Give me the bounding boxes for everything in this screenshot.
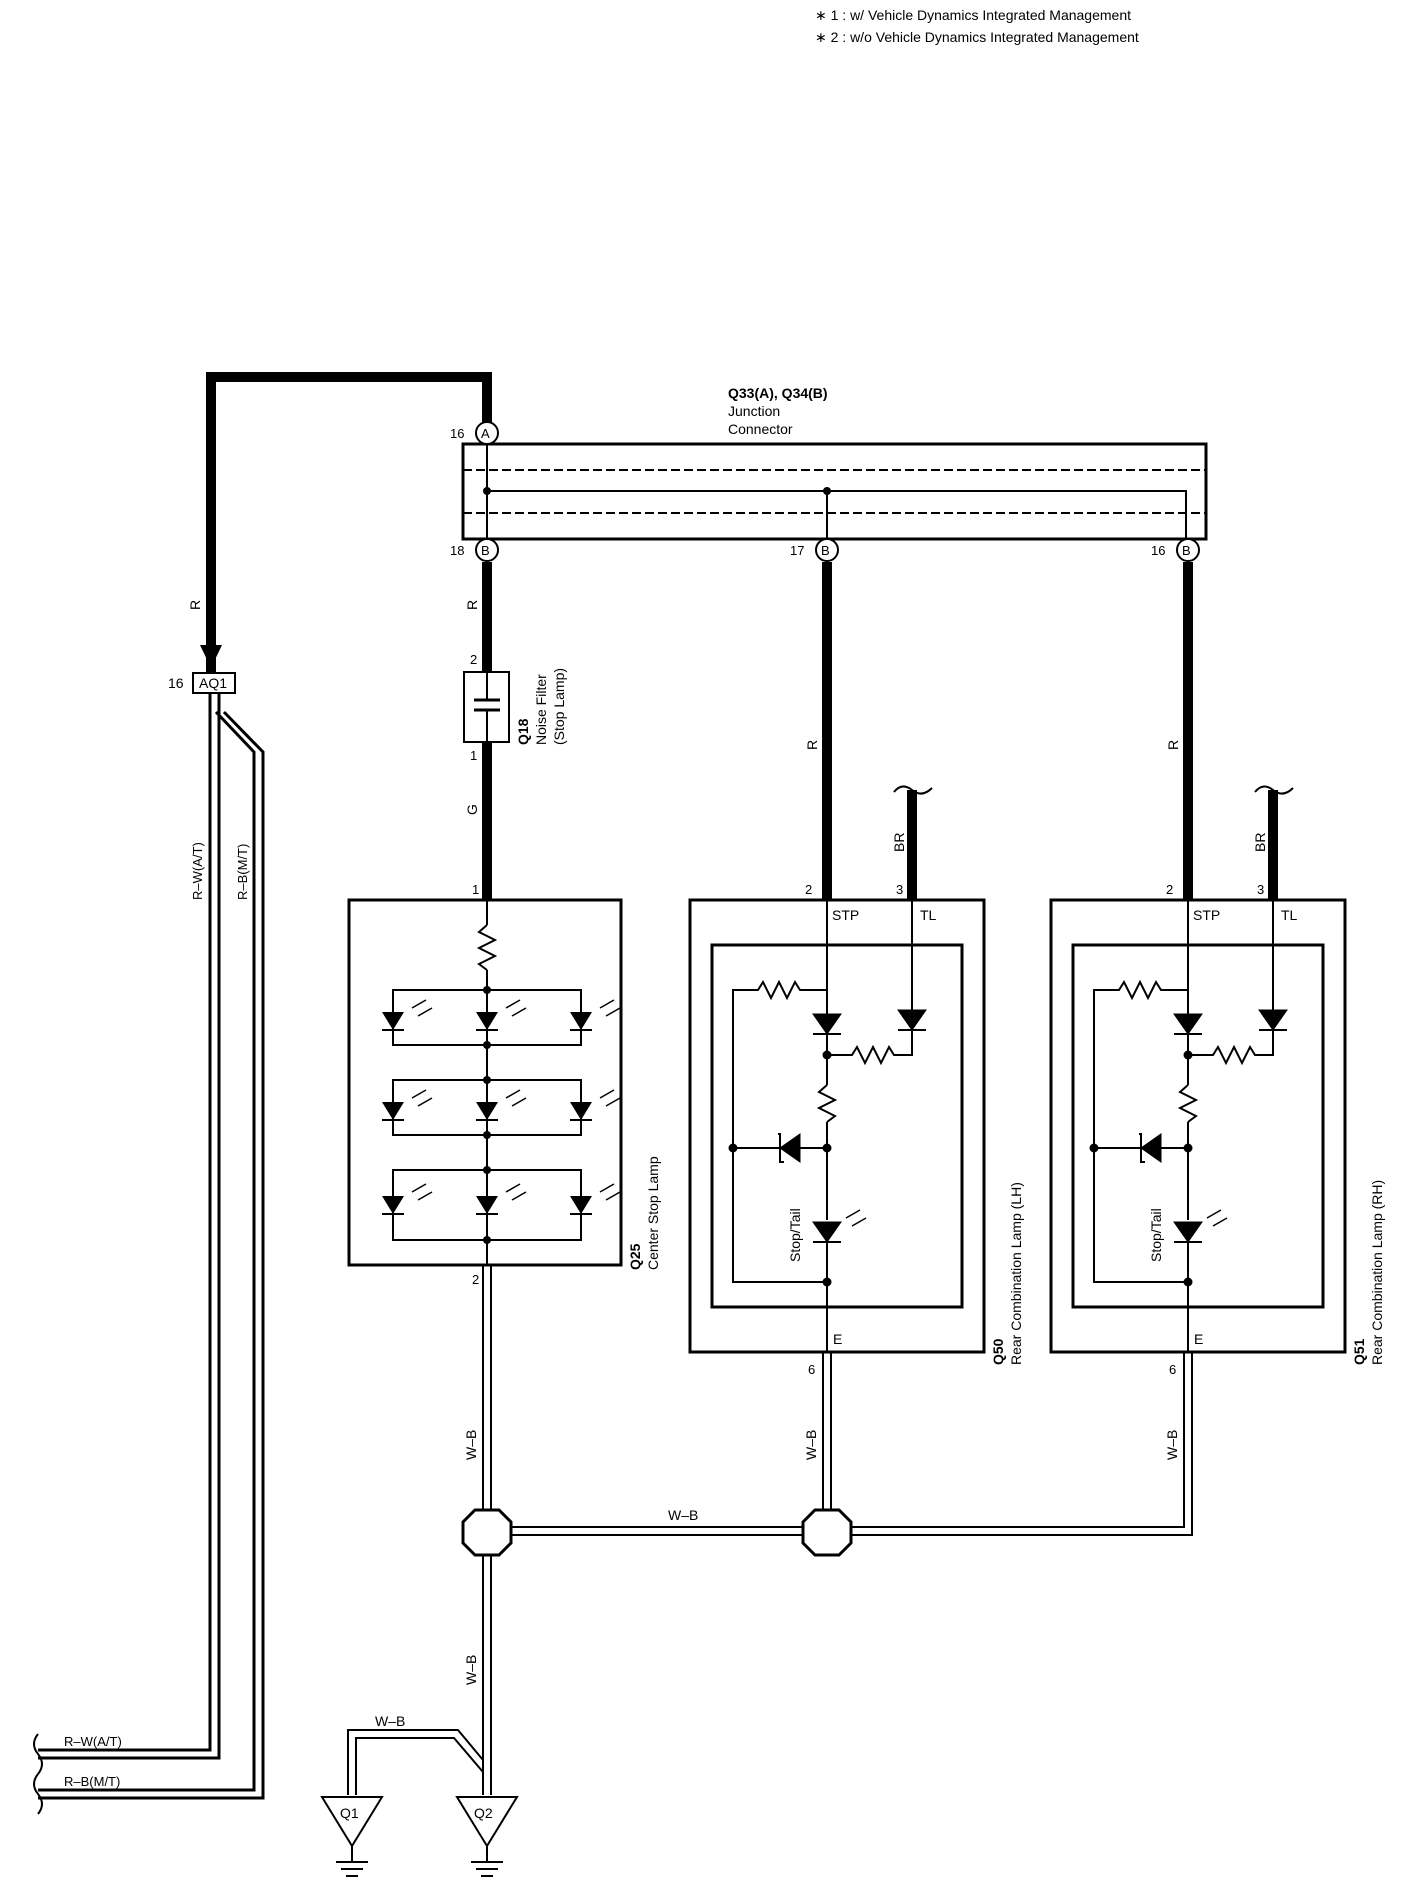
- rear-lamp-lh: [688, 898, 986, 1354]
- lh-pin6: 6: [808, 1362, 815, 1377]
- pin-a-letter: A: [481, 426, 490, 441]
- rh-name: Rear Combination Lamp (RH): [1369, 1180, 1385, 1365]
- pin-b18: [475, 538, 499, 562]
- rh-pin6: 6: [1169, 1362, 1176, 1377]
- rh-tl: TL: [1281, 907, 1298, 923]
- pin-b17-number: 17: [790, 543, 804, 558]
- wire-label-r-center: R: [464, 600, 480, 610]
- ground-q1: [320, 1796, 384, 1877]
- center-lamp-pin1: 1: [472, 882, 479, 897]
- center-stop-lamp: [347, 898, 623, 1267]
- aq1-pin: 16: [168, 675, 184, 691]
- wire-label-rw: R–W(A/T): [190, 842, 205, 900]
- wire-label-wb-q2: W–B: [463, 1655, 479, 1685]
- rear-lamp-rh: [1049, 898, 1347, 1354]
- lh-e: E: [833, 1331, 842, 1347]
- lh-code: Q50: [990, 1338, 1006, 1365]
- note-1: ∗ 1 : w/ Vehicle Dynamics Integrated Man…: [815, 7, 1131, 23]
- rh-pin3: 3: [1257, 882, 1264, 897]
- noise-filter-name2: (Stop Lamp): [551, 668, 567, 745]
- ground-q2-label: Q2: [474, 1805, 493, 1821]
- aq1-connector: [192, 672, 236, 694]
- lamp-r-feeds: [822, 562, 1278, 900]
- wire-label-rb: R–B(M/T): [235, 844, 250, 900]
- wire-label-wb-horizontal: W–B: [668, 1507, 698, 1523]
- junction-name-2: Connector: [728, 421, 793, 437]
- note-2: ∗ 2 : w/o Vehicle Dynamics Integrated Ma…: [815, 29, 1139, 45]
- junction-connector: [461, 440, 1208, 548]
- splice-2: [801, 1508, 853, 1557]
- wire-label-g: G: [464, 804, 480, 815]
- rw-rb-wires: [33, 694, 265, 1815]
- lh-stop-tail: Stop/Tail: [787, 1208, 803, 1262]
- splice-1: [461, 1508, 513, 1557]
- wire-label-r-main: R: [187, 600, 203, 610]
- pin-b17: [815, 538, 839, 562]
- wb-ground-wires: [347, 1265, 1193, 1795]
- main-r-wire: [200, 372, 492, 672]
- rh-stop-tail: Stop/Tail: [1148, 1208, 1164, 1262]
- rh-stp: STP: [1193, 907, 1220, 923]
- aq1-label: AQ1: [199, 675, 227, 691]
- lh-pin3: 3: [896, 882, 903, 897]
- ground-q1-label: Q1: [340, 1805, 359, 1821]
- wire-label-rb-bottom: R–B(M/T): [64, 1774, 120, 1789]
- pin-b16: [1176, 538, 1200, 562]
- noise-filter-name1: Noise Filter: [533, 674, 549, 745]
- pin-b18-letter: B: [481, 543, 490, 558]
- wire-label-br-rh: BR: [1252, 833, 1268, 852]
- noise-filter-pin2: 2: [470, 652, 477, 667]
- pin-b16-number: 16: [1151, 543, 1165, 558]
- rh-code: Q51: [1351, 1338, 1367, 1365]
- pin-b18-number: 18: [450, 543, 464, 558]
- pin-b16-letter: B: [1182, 543, 1191, 558]
- noise-filter-pin1: 1: [470, 748, 477, 763]
- wire-label-br-lh: BR: [891, 833, 907, 852]
- center-lamp-code: Q25: [627, 1243, 643, 1270]
- br-breaks: [893, 785, 1294, 795]
- lh-pin2: 2: [805, 882, 812, 897]
- wire-label-rw-bottom: R–W(A/T): [64, 1734, 122, 1749]
- wire-label-wb-center: W–B: [463, 1430, 479, 1460]
- lh-tl: TL: [920, 907, 937, 923]
- pin-b17-letter: B: [821, 543, 830, 558]
- rh-e: E: [1194, 1331, 1203, 1347]
- rh-pin2: 2: [1166, 882, 1173, 897]
- wire-label-wb-rh: W–B: [1164, 1430, 1180, 1460]
- junction-name-1: Junction: [728, 403, 780, 419]
- noise-filter: [463, 671, 510, 743]
- lh-name: Rear Combination Lamp (LH): [1008, 1182, 1024, 1365]
- pin-a-number: 16: [450, 426, 464, 441]
- junction-code: Q33(A), Q34(B): [728, 385, 828, 401]
- center-lamp-name: Center Stop Lamp: [645, 1156, 661, 1270]
- center-lamp-pin2: 2: [472, 1272, 479, 1287]
- noise-filter-code: Q18: [515, 718, 531, 745]
- lh-stp: STP: [832, 907, 859, 923]
- pin-a16: [475, 421, 499, 445]
- wire-label-r-rh: R: [1165, 740, 1181, 750]
- wire-label-wb-q1: W–B: [375, 1713, 405, 1729]
- wire-label-r-lh: R: [804, 740, 820, 750]
- ground-q2: [455, 1796, 519, 1877]
- wire-label-wb-lh: W–B: [803, 1430, 819, 1460]
